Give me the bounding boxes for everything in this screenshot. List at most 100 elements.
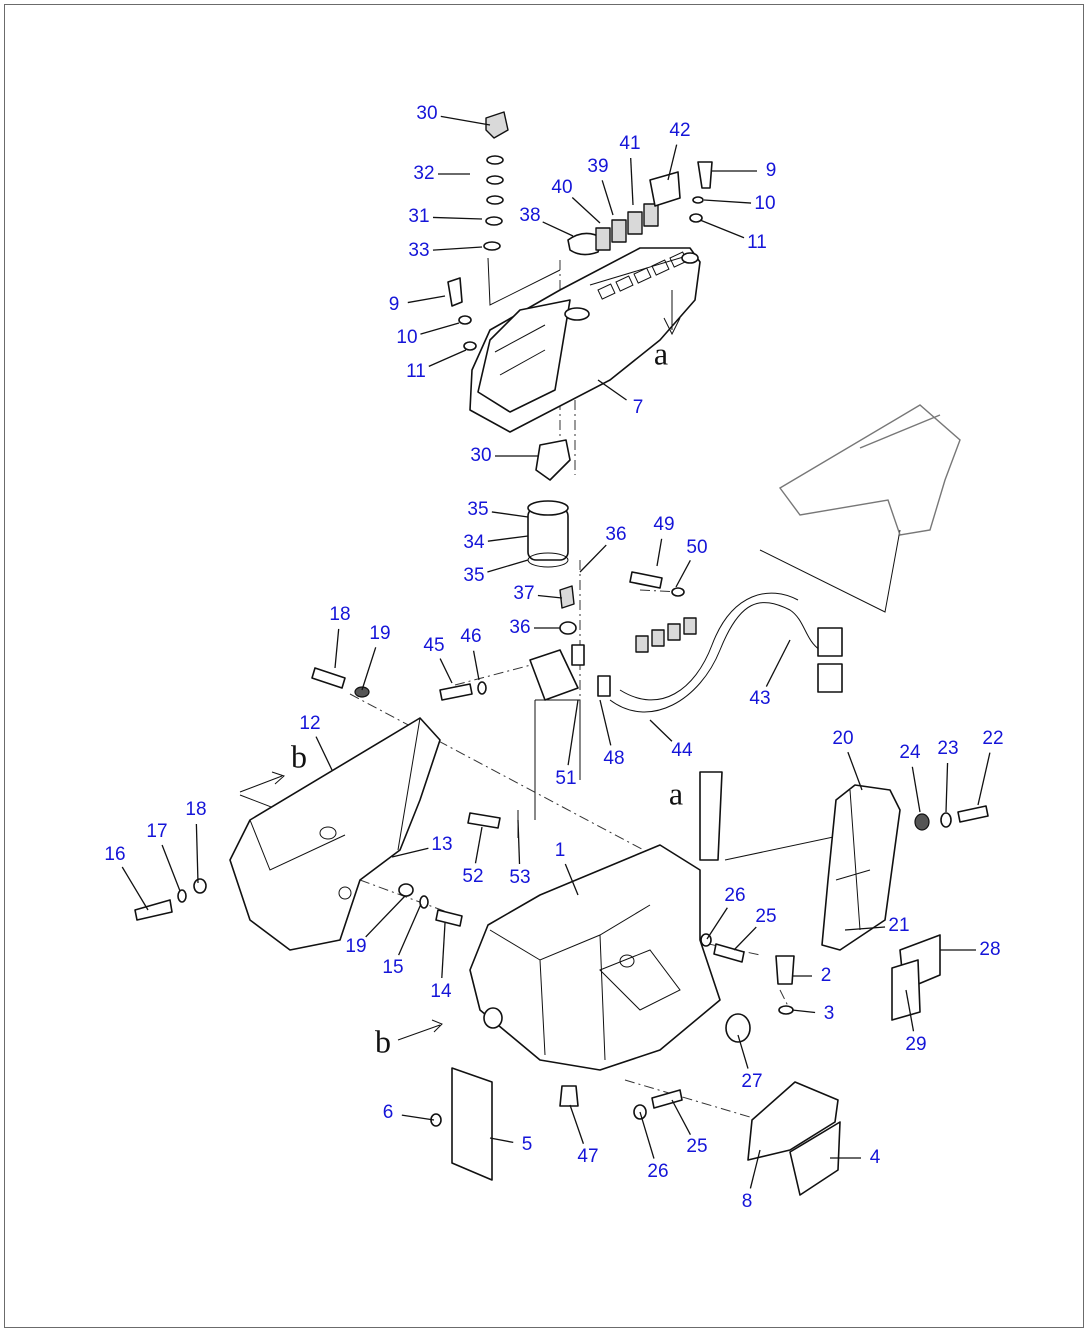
leader-line-c19a — [361, 647, 377, 691]
callout-c7: 7 — [633, 397, 644, 418]
leader-line-c44 — [649, 719, 673, 742]
leader-line-c45 — [439, 658, 453, 684]
callout-c18b: 18 — [185, 799, 206, 820]
left-cover-12 — [229, 717, 441, 951]
callout-c35b: 35 — [463, 565, 484, 586]
callout-c19b: 19 — [345, 936, 366, 957]
callout-c52: 52 — [462, 866, 483, 887]
leader-line-c11a — [428, 349, 467, 367]
leader-line-c43 — [765, 639, 791, 687]
view-arrow-b-bottom — [397, 1019, 443, 1041]
leader-line-c13 — [391, 847, 429, 858]
leader-line-c41 — [630, 157, 634, 206]
callout-c15: 15 — [382, 957, 403, 978]
callout-c32: 32 — [413, 163, 434, 184]
hardware — [134, 161, 989, 1127]
leader-line-c18a — [334, 628, 340, 669]
callout-c18a: 18 — [329, 604, 350, 625]
leader-line-c25b — [671, 1099, 691, 1135]
leader-line-c15 — [398, 903, 422, 956]
leader-line-c14 — [441, 922, 446, 979]
leader-line-c31 — [432, 216, 483, 220]
callout-c33: 33 — [408, 240, 429, 261]
leader-line-c53 — [517, 819, 521, 865]
callout-c10b: 10 — [754, 193, 775, 214]
callout-c4: 4 — [870, 1147, 881, 1168]
callout-c26a: 26 — [724, 885, 745, 906]
leader-line-c12 — [315, 736, 333, 771]
callout-c2: 2 — [821, 965, 832, 986]
callout-c37: 37 — [513, 583, 534, 604]
mark-b-bottom: b — [375, 1023, 391, 1059]
leader-line-c51 — [567, 699, 579, 766]
leader-line-c24 — [911, 766, 921, 813]
leader-line-c30a — [440, 115, 491, 126]
callout-c30a: 30 — [416, 103, 437, 124]
leader-line-c38 — [542, 221, 574, 237]
mark-a-top: a — [654, 335, 668, 371]
leader-line-c46 — [472, 650, 480, 681]
callout-c20: 20 — [832, 728, 853, 749]
callout-c36b: 36 — [509, 617, 530, 638]
leader-line-c17 — [161, 844, 181, 892]
callout-c45: 45 — [423, 635, 444, 656]
leader-line-c18b — [195, 823, 199, 884]
callout-c9b: 9 — [766, 160, 777, 181]
callout-c27: 27 — [741, 1071, 762, 1092]
leader-line-c33 — [432, 246, 483, 251]
callout-c22: 22 — [982, 728, 1003, 749]
callout-c26b: 26 — [647, 1161, 668, 1182]
callout-c51: 51 — [555, 768, 576, 789]
mark-b-left: b — [291, 738, 307, 774]
leader-line-c5 — [489, 1137, 514, 1144]
leader-line-c37 — [537, 594, 563, 599]
wiring-harness — [529, 592, 843, 713]
callout-c29: 29 — [905, 1034, 926, 1055]
callout-c31: 31 — [408, 206, 429, 227]
leader-line-c36a — [579, 544, 607, 573]
leader-line-c7 — [597, 379, 627, 401]
callout-c50: 50 — [686, 537, 707, 558]
leader-line-c23 — [945, 762, 949, 813]
callout-c17: 17 — [146, 821, 167, 842]
cover-plates — [451, 934, 941, 1196]
leader-line-c1 — [564, 863, 579, 896]
callout-c13: 13 — [431, 834, 452, 855]
leader-line-c10b — [703, 199, 752, 204]
leader-line-c26b — [639, 1111, 655, 1159]
leader-line-c3 — [791, 1009, 816, 1014]
switch-blocks — [567, 171, 681, 256]
leader-line-c35b — [487, 559, 529, 573]
leader-line-c11b — [699, 219, 745, 239]
callout-c49: 49 — [653, 514, 674, 535]
leader-line-c34 — [487, 535, 529, 542]
callout-c40: 40 — [551, 177, 572, 198]
callout-c5: 5 — [522, 1134, 533, 1155]
leader-line-c29 — [905, 989, 915, 1032]
callout-c10a: 10 — [396, 327, 417, 348]
callout-labels: 3032313391011384039414291011730353435363… — [104, 103, 1003, 1212]
leader-line-c22 — [977, 752, 991, 806]
leader-line-c42 — [667, 144, 678, 181]
leader-line-c27 — [737, 1034, 749, 1069]
main-frame-1 — [469, 771, 723, 1071]
callout-c48: 48 — [603, 748, 624, 769]
callout-c12: 12 — [299, 713, 320, 734]
callout-c11b: 11 — [747, 232, 767, 253]
callout-c11a: 11 — [406, 361, 426, 382]
leader-line-c40 — [571, 197, 601, 224]
callout-c3: 3 — [824, 1003, 835, 1024]
leader-line-c6 — [401, 1114, 435, 1121]
callout-c14: 14 — [430, 981, 452, 1002]
callout-c25b: 25 — [686, 1136, 707, 1157]
knob-and-rings — [483, 111, 509, 251]
leader-line-c8 — [749, 1149, 761, 1189]
callout-c44: 44 — [671, 740, 693, 761]
callout-c46: 46 — [460, 626, 481, 647]
callout-c24: 24 — [899, 742, 921, 763]
view-arrow-b-left — [239, 771, 285, 793]
callout-c42: 42 — [669, 120, 690, 141]
callout-c1: 1 — [555, 840, 566, 861]
